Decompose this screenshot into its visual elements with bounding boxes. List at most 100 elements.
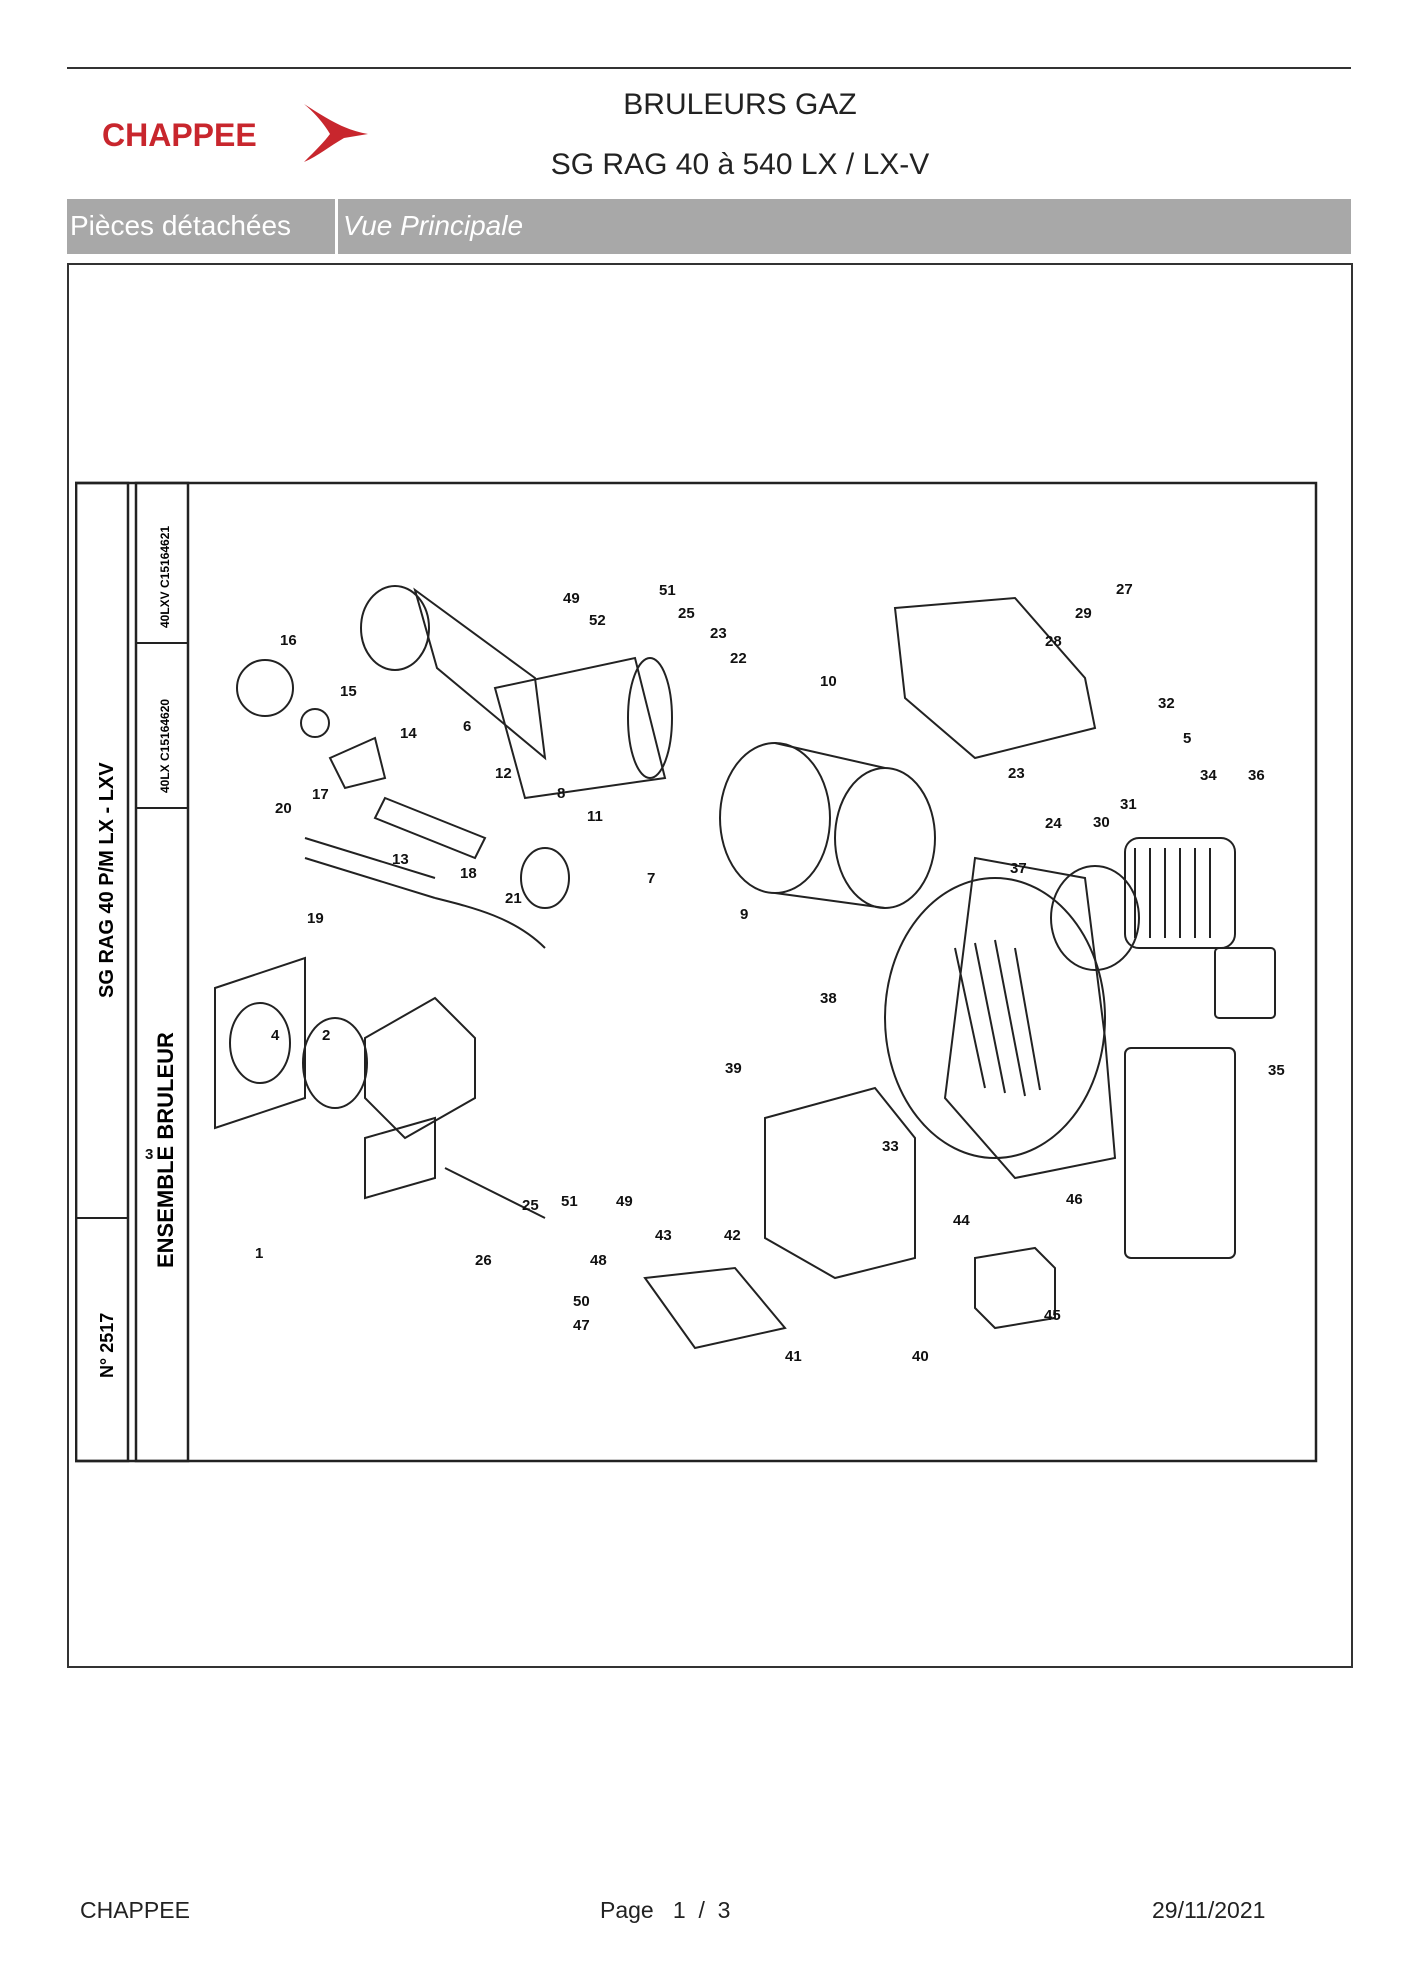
part-14-fitting	[328, 736, 387, 790]
section-label-parts: Pièces détachées	[70, 210, 292, 241]
part-37-fan	[884, 877, 1106, 1159]
chappee-logo: CHAPPEE	[102, 104, 368, 162]
callout: 41	[785, 1348, 802, 1365]
part-6-tube	[413, 587, 547, 761]
part-8-tube	[493, 656, 667, 800]
callout: 36	[1248, 767, 1265, 784]
footer-page-number: Page 1 / 3	[600, 1897, 731, 1923]
callout: 34	[1200, 767, 1217, 784]
callout: 38	[820, 990, 837, 1007]
part-6-flare	[360, 585, 430, 671]
callout: 8	[557, 785, 565, 802]
callout: 14	[400, 725, 417, 742]
section-label-view: Vue Principale	[343, 210, 524, 241]
part-11-elbow	[520, 847, 570, 909]
top-rule	[67, 67, 1351, 69]
callout: 3	[145, 1146, 153, 1163]
part-16-flange	[236, 659, 294, 717]
callout: 2	[322, 1027, 330, 1044]
callout: 10	[820, 673, 837, 690]
callout: 4	[271, 1027, 280, 1044]
callout: 17	[312, 786, 329, 803]
document-subtitle: SG RAG 40 à 540 LX / LX-V	[550, 148, 930, 181]
callout: 9	[740, 906, 748, 923]
label-drawing-number: N° 2517	[97, 1313, 117, 1378]
callout: 23	[710, 625, 727, 642]
callout: 47	[573, 1317, 590, 1334]
callout: 21	[505, 890, 522, 907]
label-model-lxv: 40LXV C15164621	[158, 526, 172, 628]
part-26-rod	[444, 1167, 546, 1219]
callout: 12	[495, 765, 512, 782]
exploded-view-drawing: 40LXV C15164621 40LX C15164620 SG RAG 40…	[75, 481, 1318, 1463]
part-45-switch	[974, 1246, 1056, 1330]
logo-wordmark: CHAPPEE	[102, 117, 257, 153]
callout-numbers: 1 2 3 4 5 6 7 8 9 10 11 12 13 14 15 16 1…	[145, 581, 1285, 1365]
logo-arrow-icon	[304, 104, 368, 162]
title-block-main	[134, 481, 190, 1463]
callout: 49	[563, 590, 580, 607]
callout: 26	[475, 1252, 492, 1269]
section-bar	[67, 199, 1351, 254]
callout: 48	[590, 1252, 607, 1269]
callout: 32	[1158, 695, 1175, 712]
callout: 30	[1093, 814, 1110, 831]
part-3-plate	[214, 956, 306, 1130]
callout: 29	[1075, 605, 1092, 622]
callout: 51	[659, 582, 676, 599]
part-4-ring	[302, 1017, 368, 1109]
title-block-number	[75, 481, 130, 1463]
label-assembly: ENSEMBLE BRULEUR	[153, 1032, 178, 1268]
callout: 24	[1045, 815, 1062, 832]
part-2-clamp	[364, 996, 476, 1140]
part-36-motor	[1124, 837, 1236, 949]
part-39-cover	[764, 1086, 916, 1280]
part-20-rail	[304, 837, 436, 899]
part-12-tube	[373, 796, 487, 860]
callout: 51	[561, 1193, 578, 1210]
callout: 16	[280, 632, 297, 649]
callout: 1	[255, 1245, 263, 1262]
label-model-lx: 40LX C15164620	[158, 699, 172, 793]
callout: 25	[678, 605, 695, 622]
callout: 33	[882, 1138, 899, 1155]
callout: 44	[953, 1212, 970, 1229]
callout: 19	[307, 910, 324, 927]
callout: 22	[730, 650, 747, 667]
callout: 37	[1010, 860, 1027, 877]
part-21-cable	[434, 897, 546, 949]
part-35-box	[1124, 1047, 1236, 1259]
footer-date: 29/11/2021	[1152, 1897, 1266, 1923]
callout: 39	[725, 1060, 742, 1077]
callout: 45	[1044, 1307, 1061, 1324]
callout: 11	[587, 808, 603, 825]
part-43-filter	[643, 1266, 787, 1350]
callout: 15	[340, 683, 357, 700]
callout: 13	[392, 851, 409, 868]
callout: 49	[616, 1193, 633, 1210]
callout: 28	[1045, 633, 1062, 650]
callout: 46	[1066, 1191, 1083, 1208]
callout: 7	[647, 870, 655, 887]
part-9-head	[719, 742, 831, 894]
parts-linework	[214, 585, 1276, 1350]
section-bar-separator	[335, 199, 338, 254]
callout: 42	[724, 1227, 741, 1244]
callout: 52	[589, 612, 606, 629]
callout: 6	[463, 718, 471, 735]
callout: 35	[1268, 1062, 1285, 1079]
part-1-clamp	[364, 1116, 436, 1200]
callout: 27	[1116, 581, 1133, 598]
callout: 50	[573, 1293, 590, 1310]
callout: 43	[655, 1227, 672, 1244]
part-cover	[893, 596, 1097, 760]
callout: 18	[460, 865, 477, 882]
callout: 23	[1008, 765, 1025, 782]
drawing-frame	[67, 263, 1353, 1668]
footer-brand: CHAPPEE	[80, 1897, 190, 1923]
callout: 40	[912, 1348, 929, 1365]
callout: 31	[1120, 796, 1137, 813]
callout: 5	[1183, 730, 1191, 747]
callout: 20	[275, 800, 292, 817]
document-title: BRULEURS GAZ	[623, 88, 857, 121]
